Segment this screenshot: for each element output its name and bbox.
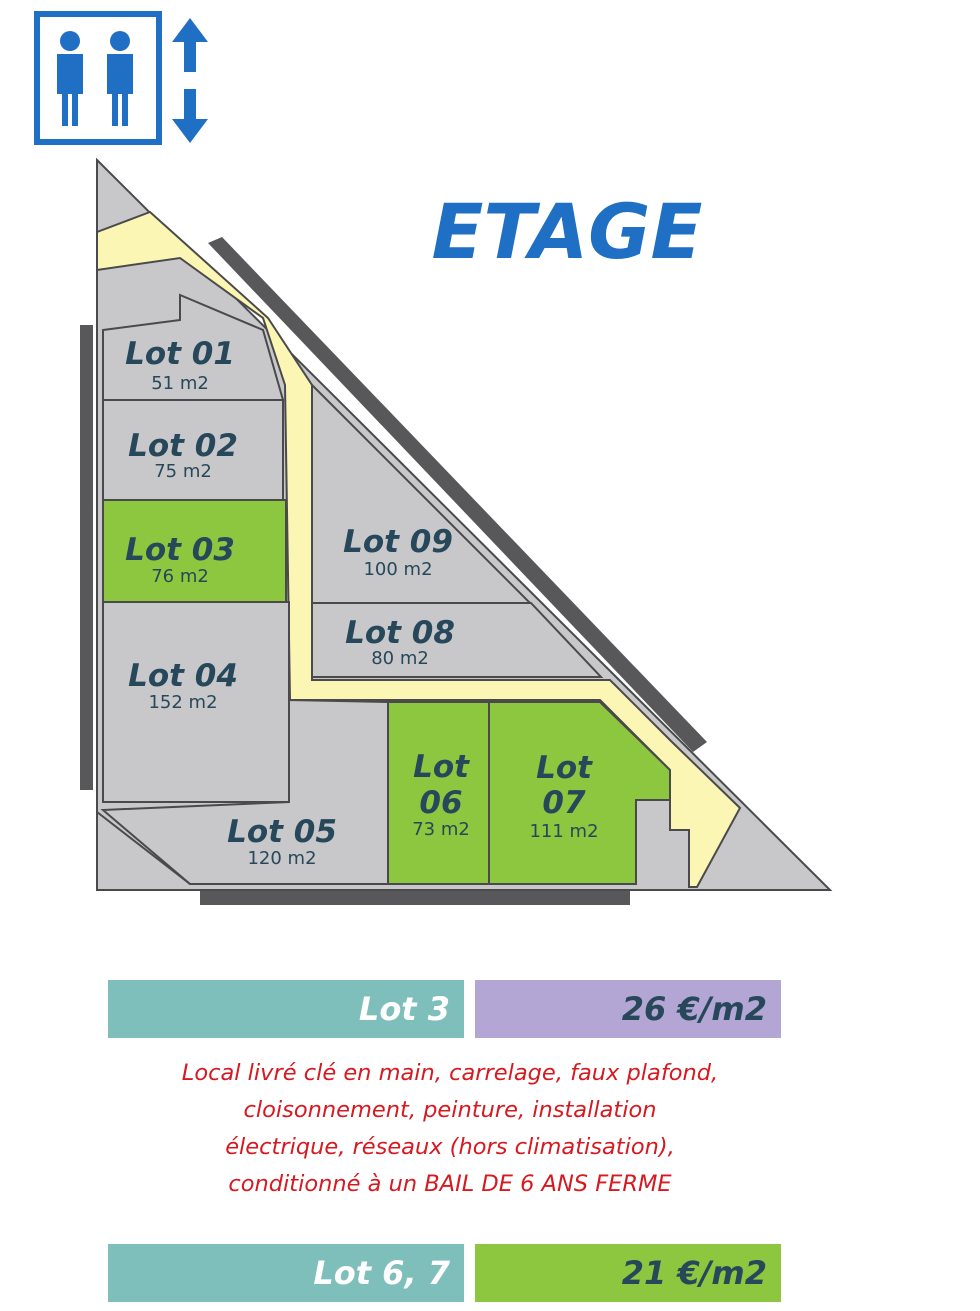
lot-05-area: 120 m2 — [247, 848, 316, 869]
elevator-icon — [34, 11, 208, 145]
lot-02[interactable] — [102, 399, 284, 501]
offer-lot-6-7-label: Lot 6, 7 — [108, 1244, 464, 1302]
lot-09-area: 100 m2 — [363, 559, 432, 580]
west-wall — [80, 325, 93, 790]
lot-04[interactable] — [102, 601, 290, 803]
lot-06[interactable] — [387, 701, 490, 885]
diagonal-wall — [208, 237, 707, 752]
note-line: électrique, réseaux (hors climatisation)… — [225, 1134, 675, 1160]
lot-09[interactable] — [311, 382, 533, 604]
lot-09-name: Lot 09 — [343, 524, 453, 560]
lot-04-area: 152 m2 — [148, 692, 217, 713]
lot-07-name-line1: Lot — [536, 750, 593, 786]
lot-06-area: 73 m2 — [412, 819, 470, 840]
lot-07[interactable] — [488, 701, 671, 885]
offer-lot-3-note: Local livré clé en main, carrelage, faux… — [110, 1055, 790, 1203]
lot-01-area: 51 m2 — [151, 373, 209, 394]
lot-03-area: 76 m2 — [151, 566, 209, 587]
note-line: cloisonnement, peinture, installation — [243, 1097, 657, 1123]
lot-05-name: Lot 05 — [227, 814, 337, 850]
south-wall — [200, 887, 630, 905]
lot-08-name: Lot 08 — [345, 615, 455, 651]
lot-07-name-line2: 07 — [542, 785, 586, 821]
lot-03-name: Lot 03 — [125, 532, 235, 568]
lot-06-name-line2: 06 — [419, 785, 462, 821]
lot-03[interactable] — [102, 499, 287, 603]
lot-04-name: Lot 04 — [128, 658, 238, 694]
note-line: conditionné à un BAIL DE 6 ANS FERME — [228, 1171, 672, 1197]
lot-06-name-line1: Lot — [413, 749, 470, 785]
offer-lot-3-price: 26 €/m2 — [475, 980, 781, 1038]
offer-lot-3-label: Lot 3 — [108, 980, 464, 1038]
lot-07-area: 111 m2 — [529, 821, 598, 842]
stair-line — [96, 811, 191, 885]
floor-title: ETAGE — [432, 187, 703, 276]
lot-02-area: 75 m2 — [154, 461, 212, 482]
lot-01-name: Lot 01 — [125, 336, 235, 372]
lot-08-area: 80 m2 — [371, 648, 429, 669]
floor-plan: Lot 01 51 m2 Lot 02 75 m2 Lot 03 76 m2 L… — [34, 11, 833, 905]
note-line: Local livré clé en main, carrelage, faux… — [181, 1060, 719, 1086]
lot-02-name: Lot 02 — [128, 428, 238, 464]
offer-lot-6-7-price: 21 €/m2 — [475, 1244, 781, 1302]
